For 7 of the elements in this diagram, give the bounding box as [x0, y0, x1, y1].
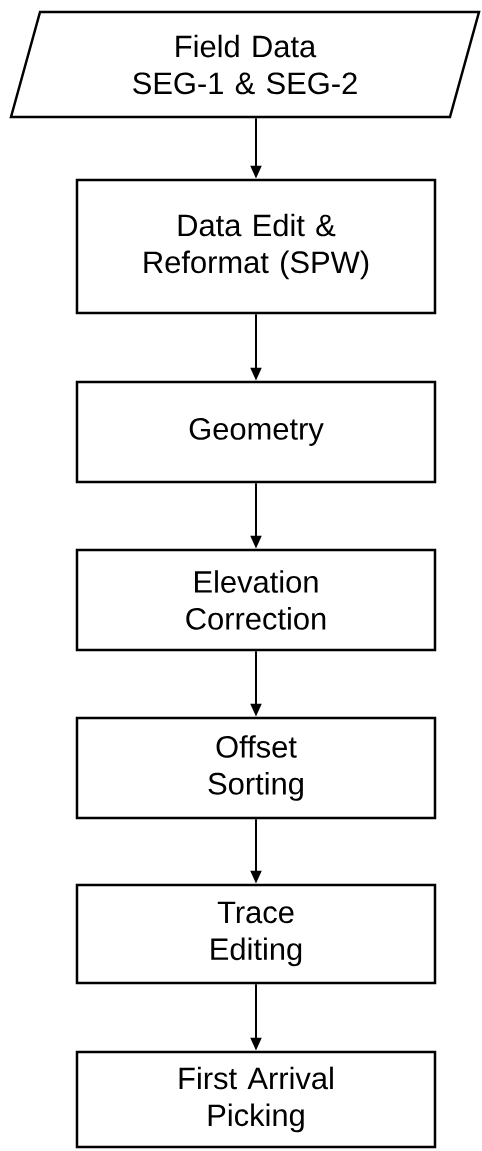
process-box: Geometry [75, 380, 437, 484]
process-box: Trace Editing [75, 883, 437, 985]
input-parallelogram: Field Data SEG-1 & SEG-2 [9, 10, 481, 119]
process-box: Offset Sorting [75, 716, 437, 820]
process-box: Elevation Correction [75, 548, 437, 652]
process-box: Data Edit & Reformat (SPW) [75, 178, 437, 315]
process-box: First Arrival Picking [75, 1050, 437, 1149]
